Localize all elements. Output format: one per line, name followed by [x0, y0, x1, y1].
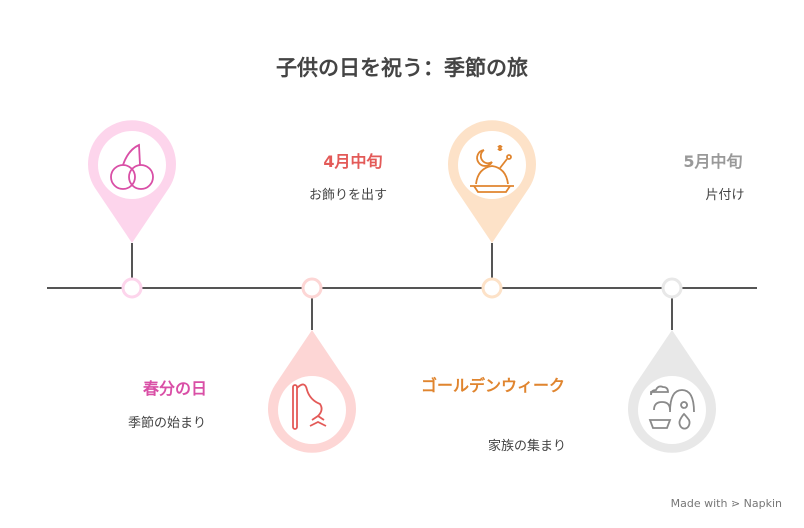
- cherry-icon: [110, 143, 154, 190]
- node-4: [661, 277, 683, 299]
- page-title: 子供の日を祝う：季節の旅: [276, 56, 528, 80]
- pin-2: [268, 330, 356, 453]
- festive-meal-icon: [470, 145, 514, 193]
- napkin-credit[interactable]: Made with ⋗ Napkin: [670, 497, 782, 510]
- pin-1: [88, 120, 176, 243]
- event-1-desc: 季節の始まり: [127, 416, 206, 431]
- event-1-heading: 春分の日: [142, 379, 207, 398]
- event-2-heading: 4月中旬: [323, 152, 383, 171]
- pin-4: [628, 330, 716, 453]
- node-3: [481, 277, 503, 299]
- event-3-heading: ゴールデンウィーク: [420, 376, 565, 395]
- event-2-desc: お飾りを出す: [308, 188, 387, 203]
- landscape-icon: [648, 385, 695, 430]
- node-2: [301, 277, 323, 299]
- timeline-nodes: [121, 277, 683, 299]
- event-4-desc: 片付け: [705, 188, 745, 203]
- pin-3: [448, 120, 536, 243]
- event-4-heading: 5月中旬: [683, 152, 743, 171]
- event-3-desc: 家族の集まり: [487, 439, 566, 454]
- koinobori-icon: [292, 383, 327, 430]
- node-1: [121, 277, 143, 299]
